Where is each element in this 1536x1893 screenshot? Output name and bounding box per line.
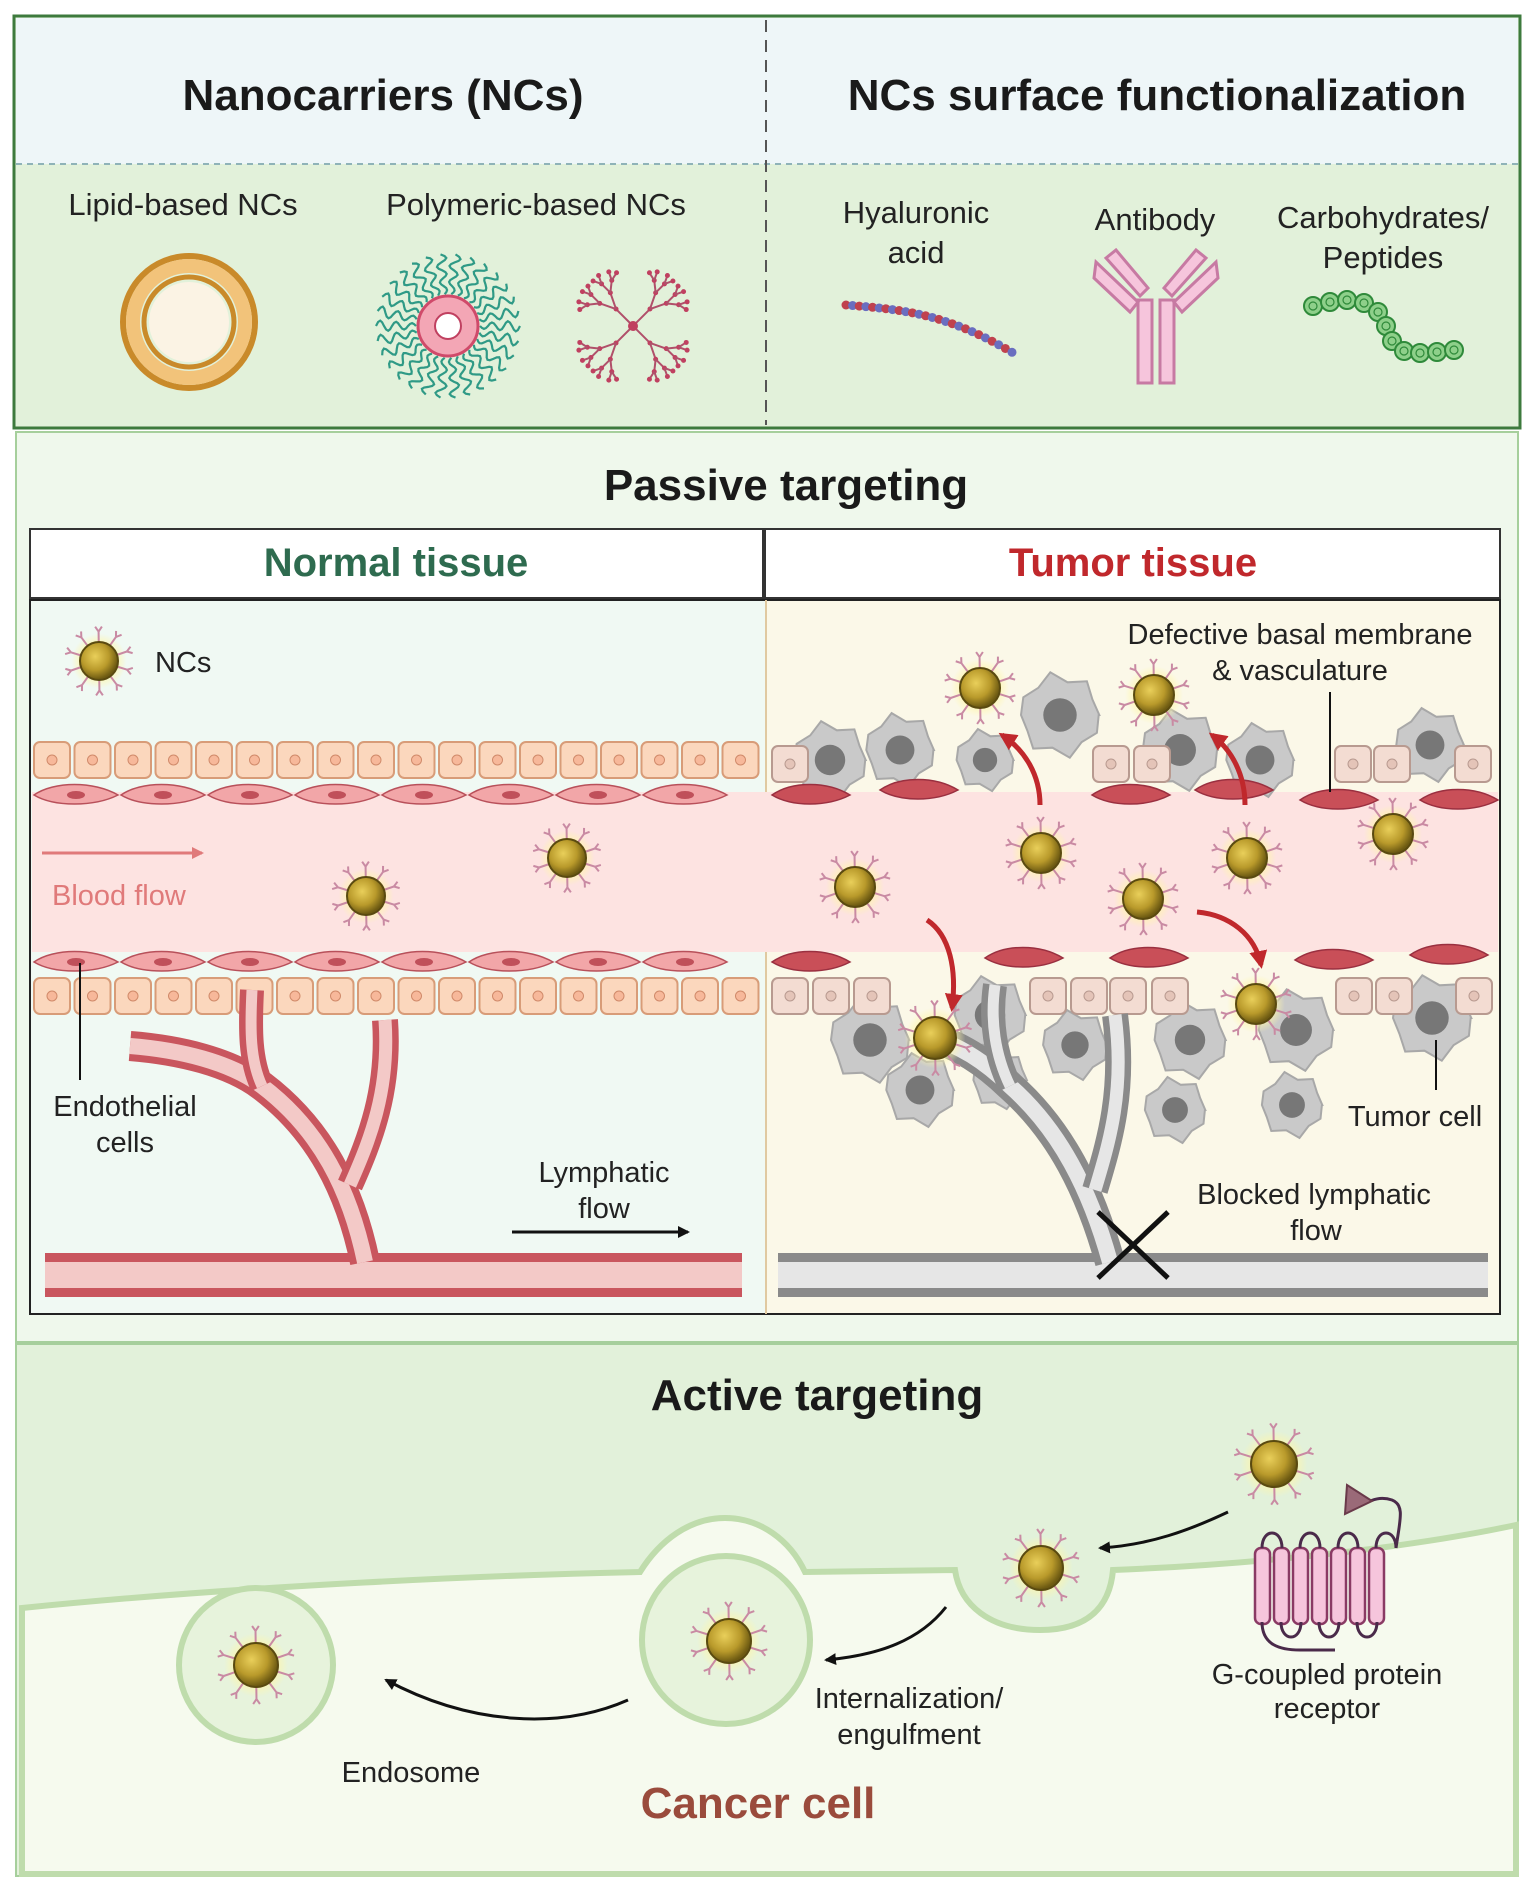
tumor-cell (793, 719, 868, 801)
nanocarrier-particle (1118, 658, 1190, 732)
nanocarrier-particle (1005, 816, 1077, 890)
internalization-label-line1: Internalization/ (815, 1683, 1005, 1715)
tumor-cell (1143, 1075, 1207, 1145)
active-arrows (384, 1510, 1229, 1721)
nanocarrier-particle (331, 861, 401, 931)
tumor-tissue-header (764, 528, 1501, 599)
nanocarriers-title: Nanocarriers (NCs) (182, 71, 583, 120)
active-panel: Active targeting G-coup (15, 1343, 1519, 1877)
passive-targeting-title: Passive targeting (604, 461, 968, 510)
gpcr-receptor-icon (1253, 1483, 1402, 1652)
internalization-label-line2: engulfment (837, 1719, 981, 1751)
hyaluronic-label-line2: acid (888, 235, 945, 270)
nanocarrier-particle (1233, 1422, 1315, 1506)
defective-label-line1: Defective basal membrane (1128, 619, 1473, 651)
normal-tissue-title: Normal tissue (264, 541, 529, 585)
endosome-label: Endosome (342, 1757, 481, 1789)
extravasation-arrows (925, 732, 1268, 1012)
tumor-cell (1260, 1070, 1324, 1140)
lymphatic-label-line2: flow (578, 1193, 631, 1225)
active-targeting-title: Active targeting (651, 1371, 984, 1420)
top-panel: Nanocarriers (NCs) NCs surface functiona… (12, 14, 1522, 430)
nanocarrier-particle (690, 1601, 768, 1681)
tumor-cell (1019, 670, 1101, 760)
endothelial-label-line1: Endothelial (53, 1091, 197, 1123)
polymeric-micelle-icon (375, 253, 521, 399)
functionalization-title: NCs surface functionalization (848, 71, 1467, 120)
endothelial-label-line2: cells (96, 1127, 154, 1159)
normal-lymphatic-vessel (45, 989, 742, 1297)
tumor-cell (829, 995, 911, 1085)
polymeric-label: Polymeric-based NCs (386, 187, 686, 222)
hyaluronic-label-line1: Hyaluronic (843, 195, 989, 230)
antibody-icon (1092, 247, 1220, 385)
ncs-legend-label: NCs (155, 647, 211, 679)
antibody-label: Antibody (1095, 202, 1216, 237)
blocked-label-line1: Blocked lymphatic (1197, 1179, 1431, 1211)
defective-label-line2: & vasculature (1212, 655, 1388, 687)
hyaluronic-acid-icon (841, 300, 1017, 357)
passive-panel: Passive targeting Normal tissue Tumor ti… (15, 431, 1519, 1343)
blood-vessel-lumen (32, 792, 1498, 952)
nanocarrier-particle (532, 823, 602, 893)
nanocarrier-particle (1211, 821, 1283, 895)
peptide-chain-icon (1303, 290, 1464, 363)
nanocarrier-particle (1220, 967, 1292, 1041)
lipid-label: Lipid-based NCs (68, 187, 297, 222)
nanocarrier-particle (944, 651, 1016, 725)
active-nanocarriers (217, 1422, 1315, 1705)
tumor-cell (1153, 999, 1228, 1081)
nanocarrier-particle (64, 626, 134, 696)
tumor-cell (1042, 1008, 1109, 1082)
nanocarrier-particle (1357, 797, 1429, 871)
nanocarrier-particle (819, 850, 891, 924)
liposome-icon (120, 253, 258, 391)
dendrimer-icon (576, 269, 690, 383)
blood-flow-label: Blood flow (52, 880, 187, 912)
gpcr-label-line2: receptor (1274, 1693, 1381, 1725)
passive-nanocarriers (64, 626, 1429, 1077)
nanocarrier-particle (217, 1625, 295, 1705)
carbohydrates-label-line2: Peptides (1323, 240, 1444, 275)
gpcr-label-line1: G-coupled protein (1212, 1659, 1443, 1691)
tumor-tissue-title: Tumor tissue (1009, 541, 1257, 585)
normal-tissue-header (29, 528, 764, 599)
tumor-cell (1395, 706, 1466, 784)
blocked-label-line2: flow (1290, 1215, 1343, 1247)
lymphatic-label-line1: Lymphatic (538, 1157, 669, 1189)
blocked-x-icon (1096, 1210, 1170, 1280)
carbohydrates-label-line1: Carbohydrates/ (1277, 200, 1489, 235)
endothelial-layers (32, 741, 1500, 1015)
tumor-cell-label: Tumor cell (1348, 1101, 1482, 1133)
cancer-cell-label: Cancer cell (641, 1779, 876, 1828)
nanocarrier-particle (1107, 862, 1179, 936)
nanocarrier-particle (1002, 1528, 1080, 1608)
